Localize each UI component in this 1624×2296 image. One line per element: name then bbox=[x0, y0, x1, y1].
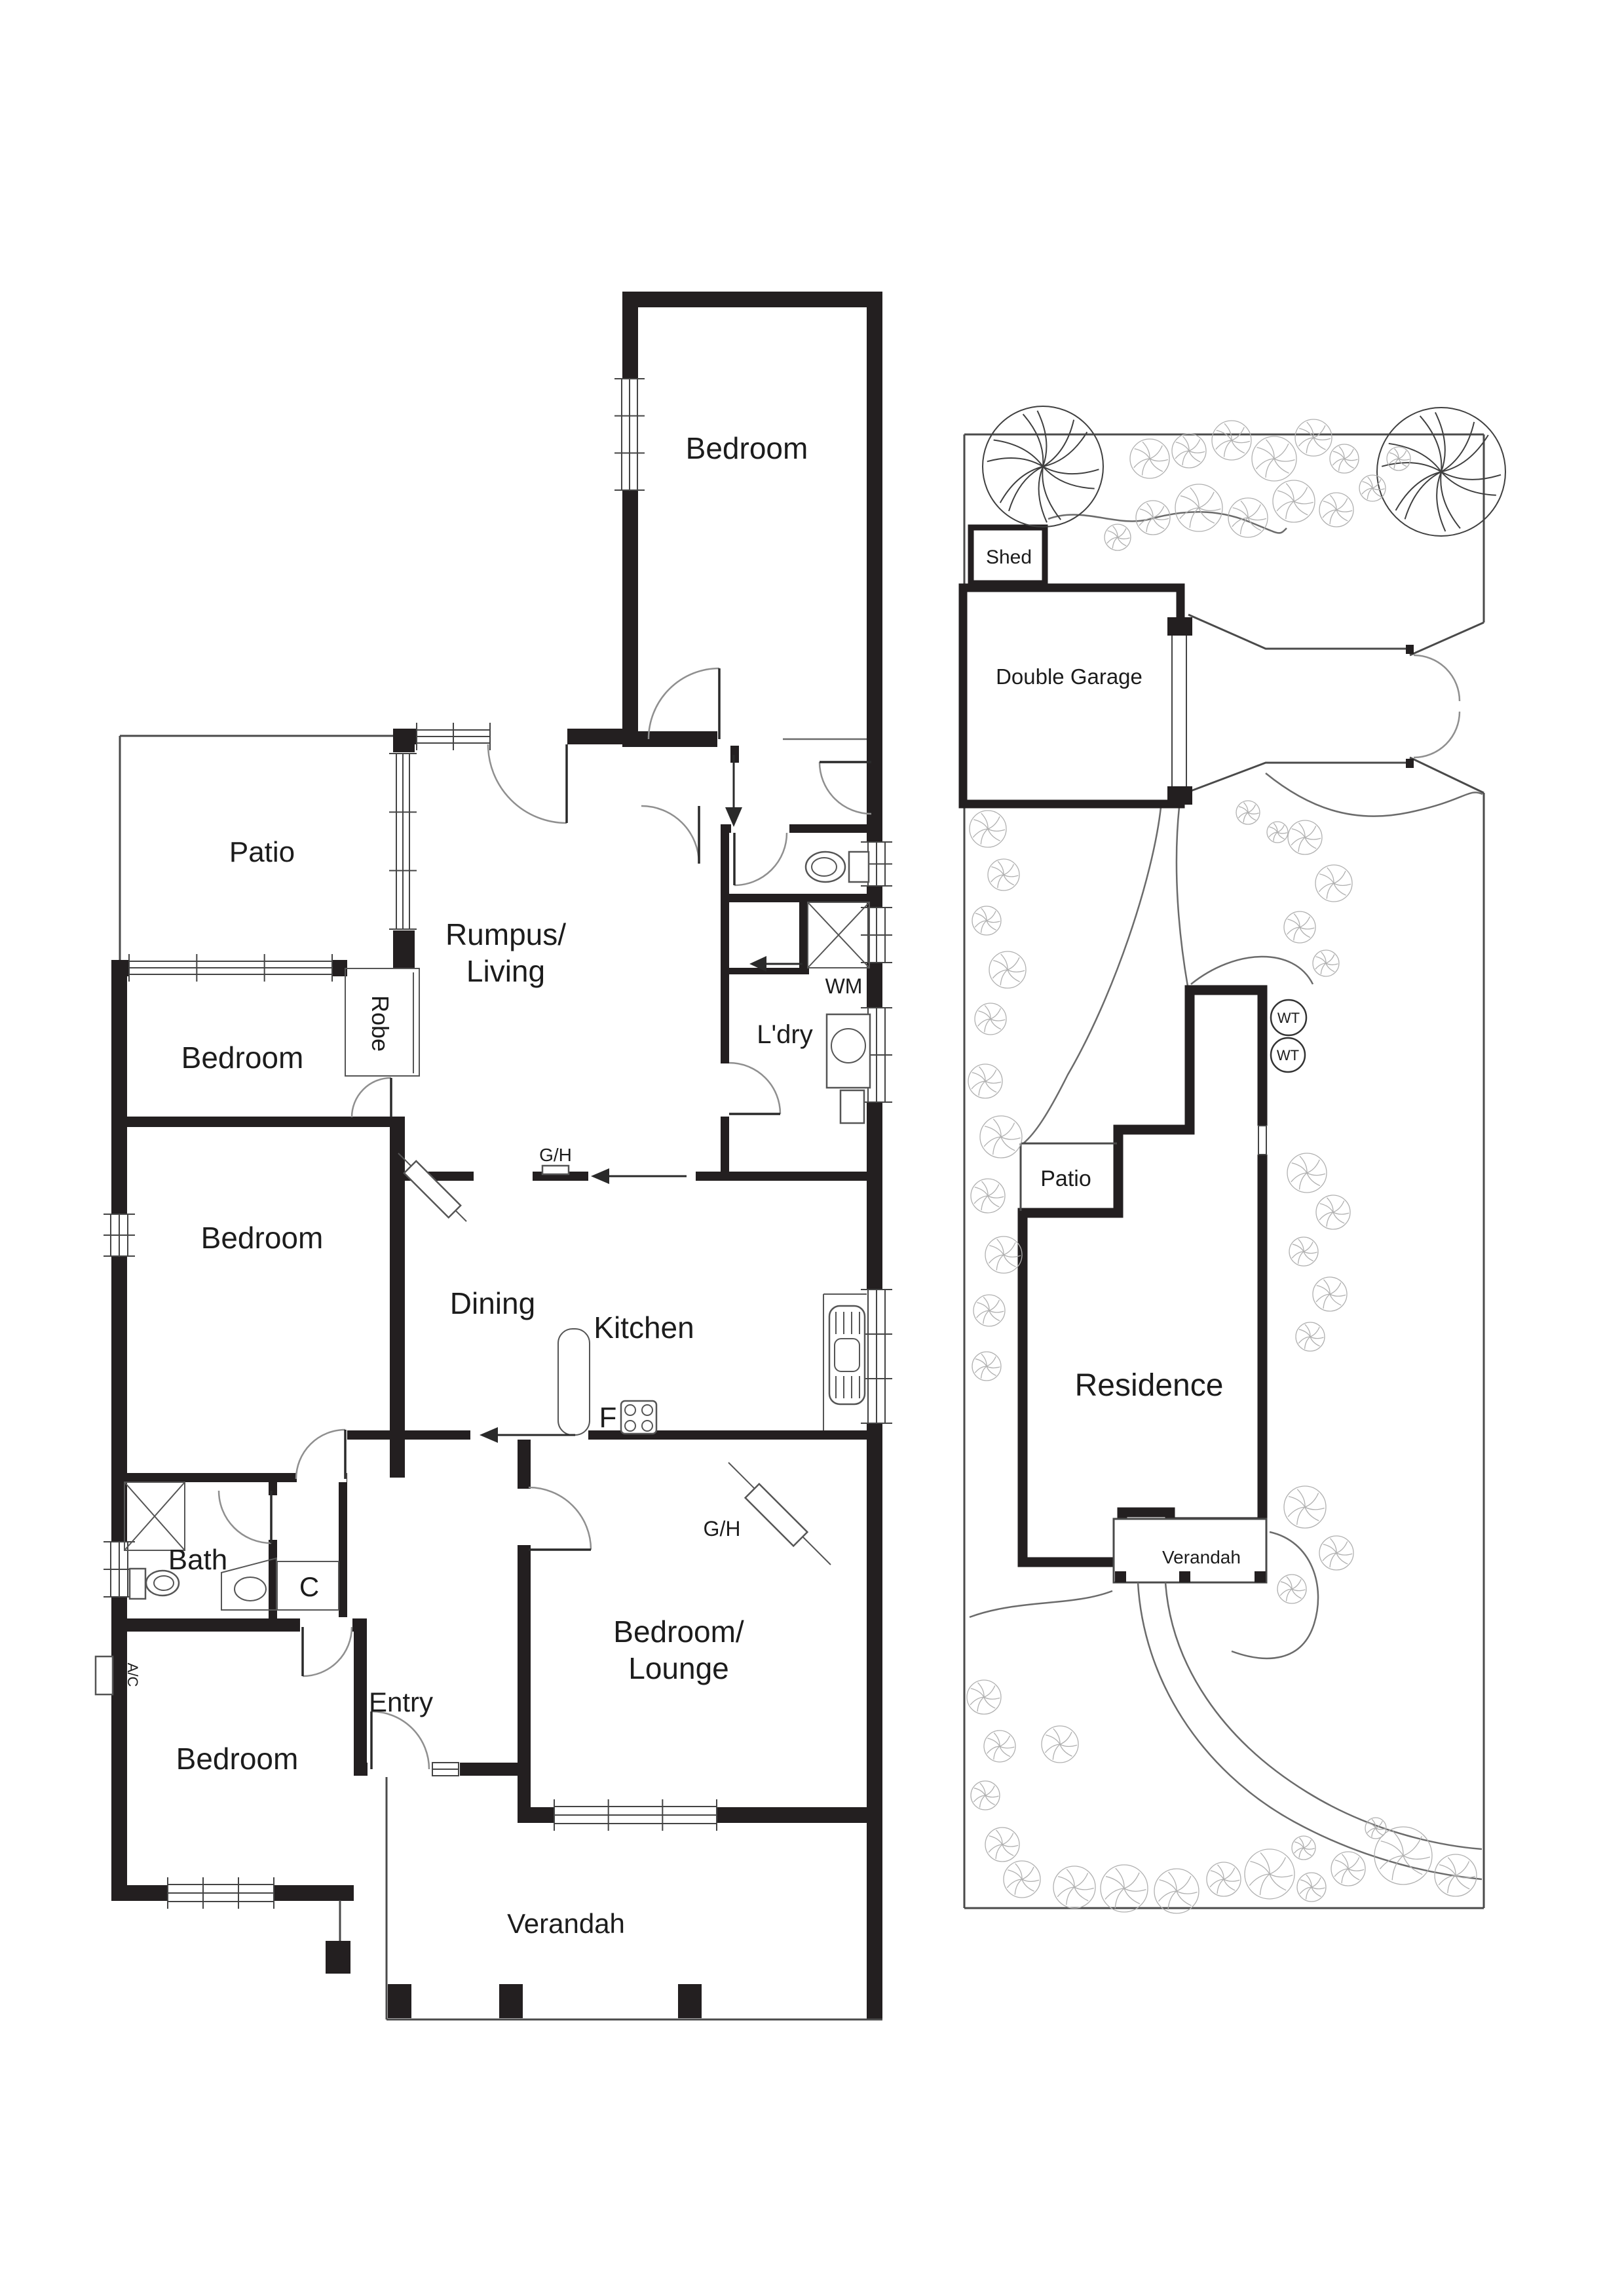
label-gas-heater-lounge: G/H bbox=[704, 1517, 741, 1540]
label-garage: Double Garage bbox=[996, 664, 1142, 689]
label-gas-heater-dining: G/H bbox=[539, 1145, 572, 1165]
fixtures bbox=[94, 851, 871, 1776]
laundry-trough-icon bbox=[825, 1013, 871, 1124]
fireplace-icon bbox=[398, 1153, 467, 1222]
shed-outline bbox=[968, 524, 1048, 586]
label-bath: Bath bbox=[168, 1544, 228, 1576]
site-plan: WT WT Shed Double Garage Patio Residence… bbox=[958, 406, 1506, 1914]
label-wm: WM bbox=[825, 974, 863, 998]
label-cupboard: C bbox=[299, 1571, 319, 1602]
label-rumpus-line2: Living bbox=[466, 954, 545, 988]
label-rumpus-line1: Rumpus/ bbox=[445, 917, 566, 951]
verandah-outline bbox=[339, 1777, 882, 2021]
label-site-patio: Patio bbox=[1040, 1166, 1091, 1191]
stove-icon bbox=[620, 1400, 658, 1435]
label-site-verandah: Verandah bbox=[1162, 1547, 1241, 1567]
shower-icon bbox=[124, 1482, 185, 1551]
label-entry: Entry bbox=[369, 1687, 433, 1717]
garage bbox=[958, 583, 1192, 809]
sink-icon bbox=[828, 1305, 866, 1406]
label-kitchen: Kitchen bbox=[594, 1311, 694, 1345]
label-bedroom-top: Bedroom bbox=[686, 431, 808, 465]
rear-path bbox=[1023, 807, 1189, 1144]
washing-machine-icon bbox=[807, 902, 870, 968]
label-laundry: L'dry bbox=[757, 1020, 812, 1049]
gas-heater-lounge-icon bbox=[728, 1462, 831, 1565]
site-patio bbox=[1019, 1142, 1117, 1211]
floor-plan: Bedroom Patio Rumpus/ Living Robe WM L'd… bbox=[94, 292, 892, 2021]
floor-plan-labels: Bedroom Patio Rumpus/ Living Robe WM L'd… bbox=[124, 431, 862, 1939]
doors bbox=[217, 667, 872, 1770]
label-shed: Shed bbox=[986, 546, 1032, 568]
label-patio: Patio bbox=[229, 836, 295, 868]
label-dining: Dining bbox=[450, 1286, 535, 1320]
label-residence: Residence bbox=[1075, 1368, 1224, 1403]
entry-sidelight bbox=[432, 1762, 459, 1776]
gas-heater-icon bbox=[541, 1164, 570, 1176]
label-bedroom-left-upper: Bedroom bbox=[181, 1041, 304, 1075]
bath-toilet-icon bbox=[128, 1567, 180, 1600]
toilet-icon bbox=[804, 851, 870, 883]
windows bbox=[104, 378, 892, 1909]
label-water-tank-1: WT bbox=[1277, 1010, 1300, 1026]
label-water-tank-2: WT bbox=[1277, 1047, 1299, 1063]
driveway bbox=[1185, 613, 1461, 794]
water-tanks: WT WT bbox=[1270, 999, 1308, 1073]
residence bbox=[1017, 985, 1269, 1567]
vegetation bbox=[966, 406, 1506, 1914]
kitchen-counter bbox=[823, 1293, 867, 1430]
garden-edges bbox=[969, 511, 1483, 1660]
arrows bbox=[480, 755, 803, 1443]
robe-closet bbox=[345, 968, 420, 1077]
site-labels: Shed Double Garage Patio Residence Veran… bbox=[986, 546, 1241, 1567]
label-bedroom-lounge-line2: Lounge bbox=[628, 1651, 729, 1685]
site-verandah bbox=[1112, 1518, 1268, 1584]
label-bedroom-lounge-line1: Bedroom/ bbox=[613, 1615, 744, 1649]
label-bedroom-left-lower: Bedroom bbox=[176, 1742, 299, 1776]
front-path bbox=[1137, 1582, 1482, 1881]
label-fridge: F bbox=[599, 1402, 617, 1434]
vanity-icon bbox=[221, 1557, 277, 1611]
label-air-conditioner: A/C bbox=[124, 1663, 141, 1687]
label-bedroom-left-middle: Bedroom bbox=[201, 1221, 324, 1255]
air-conditioner-icon bbox=[94, 1655, 114, 1696]
label-robe: Robe bbox=[367, 995, 394, 1052]
label-verandah: Verandah bbox=[507, 1908, 625, 1939]
kitchen-bench bbox=[557, 1328, 590, 1436]
